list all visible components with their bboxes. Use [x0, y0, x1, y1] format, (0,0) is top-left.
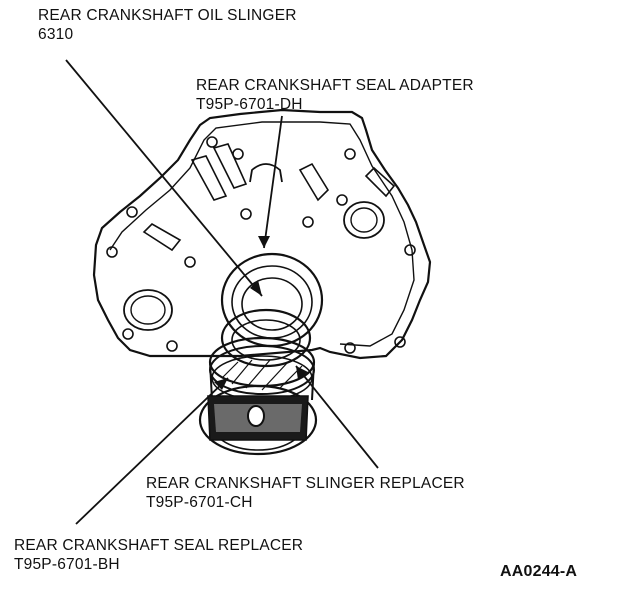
left-bore-inner [130, 295, 166, 325]
casting-rib [298, 162, 330, 202]
arrowheads [214, 236, 308, 390]
callout-slinger-replacer: REAR CRANKSHAFT SLINGER REPLACER T95P-67… [146, 474, 465, 512]
casting-rib [364, 166, 396, 198]
inner-casting-line [109, 121, 415, 347]
callout-oil-slinger-name: REAR CRANKSHAFT OIL SLINGER [38, 7, 297, 24]
bolt-holes [106, 136, 416, 354]
casting-rib [190, 155, 228, 201]
figure-id: AA0244-A [500, 563, 578, 580]
callout-seal-adapter: REAR CRANKSHAFT SEAL ADAPTER T95P-6701-D… [196, 76, 474, 114]
casting-rib [212, 143, 248, 189]
leader-seal-replacer [75, 377, 229, 525]
leader-slinger-replacer [295, 365, 379, 469]
right-bore-inner [350, 207, 378, 233]
callout-seal-adapter-code: T95P-6701-DH [196, 96, 303, 113]
oil-slinger [220, 308, 312, 368]
callout-oil-slinger: REAR CRANKSHAFT OIL SLINGER 6310 [38, 6, 297, 44]
leader-seal-adapter [263, 115, 283, 249]
callout-seal-adapter-name: REAR CRANKSHAFT SEAL ADAPTER [196, 77, 474, 94]
right-bore-opening [343, 201, 385, 239]
top-boss [249, 163, 283, 183]
seal-replacer-tool [198, 384, 318, 456]
casting-rib [142, 223, 182, 252]
callout-seal-replacer-code: T95P-6701-BH [14, 556, 120, 573]
callout-seal-replacer: REAR CRANKSHAFT SEAL REPLACER T95P-6701-… [14, 536, 303, 574]
leader-oil-slinger [65, 59, 263, 297]
callout-slinger-replacer-code: T95P-6701-CH [146, 494, 253, 511]
callout-slinger-replacer-name: REAR CRANKSHAFT SLINGER REPLACER [146, 475, 465, 492]
callout-oil-slinger-code: 6310 [38, 26, 74, 43]
left-bore-opening [123, 289, 173, 331]
leader-lines [65, 59, 379, 525]
callout-seal-replacer-name: REAR CRANKSHAFT SEAL REPLACER [14, 537, 304, 554]
seal-adapter [220, 252, 324, 348]
engine-block-outline [92, 108, 432, 360]
